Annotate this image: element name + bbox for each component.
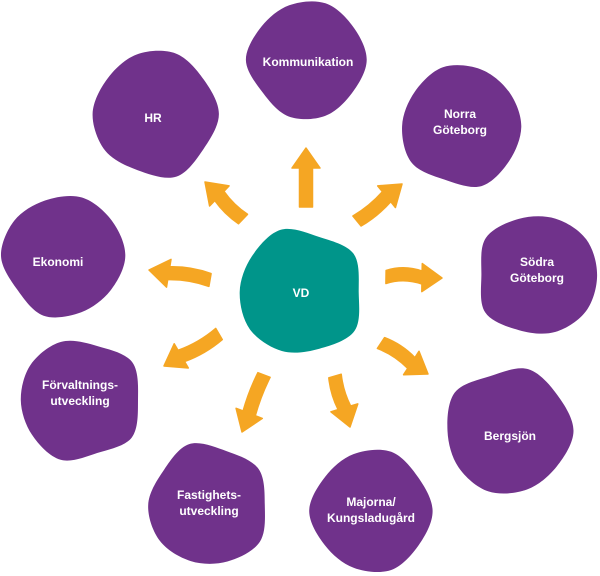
- unit-node-majorna-kungsladugard: Majorna/Kungsladugård: [309, 449, 433, 573]
- unit-node-ekonomi: Ekonomi: [0, 195, 126, 318]
- arrow-to-kommunikation: [291, 147, 321, 208]
- arrow-to-sodra-goteborg: [385, 262, 443, 293]
- arrow-to-norra-goteborg: [352, 183, 403, 227]
- unit-node-fastighetsutveckling: Fastighets-utveckling: [148, 443, 265, 564]
- center-node-vd: VD: [239, 228, 360, 353]
- unit-label-line: Ekonomi: [33, 255, 84, 269]
- unit-node-hr: HR: [92, 50, 219, 178]
- unit-label-line: Kommunikation: [263, 55, 354, 69]
- arrows-layer: [148, 147, 443, 433]
- arrow-to-hr: [204, 181, 249, 225]
- unit-label-line: Göteborg: [433, 123, 487, 137]
- unit-label-line: Förvaltnings-: [42, 378, 118, 392]
- unit-circle: [480, 216, 598, 334]
- unit-circle: [20, 340, 139, 461]
- center-label: VD: [293, 286, 310, 300]
- unit-circle: [447, 368, 574, 494]
- unit-circle: [245, 1, 367, 120]
- center-circle: [239, 228, 360, 353]
- unit-label-line: Bergsjön: [484, 429, 536, 443]
- unit-circle: [92, 50, 219, 178]
- unit-label-line: Kungsladugård: [327, 511, 415, 525]
- unit-label-line: Majorna/: [346, 495, 396, 509]
- unit-label-line: Norra: [444, 107, 476, 121]
- unit-circle: [402, 65, 522, 187]
- unit-circle: [148, 443, 265, 564]
- unit-label-line: utveckling: [50, 394, 109, 408]
- arrow-to-ekonomi: [148, 258, 212, 288]
- arrow-to-forvaltningsutveckling: [163, 327, 224, 369]
- unit-label-line: utveckling: [179, 504, 238, 518]
- arrow-to-fastighetsutveckling: [235, 371, 271, 433]
- unit-node-bergsjon: Bergsjön: [447, 368, 574, 494]
- unit-label-line: HR: [144, 111, 162, 125]
- arrow-to-majorna-kungsladugard: [328, 373, 359, 428]
- unit-node-kommunikation: Kommunikation: [245, 1, 367, 120]
- arrow-to-bergsjon: [376, 336, 429, 376]
- unit-label-line: Göteborg: [510, 271, 564, 285]
- unit-circle: [309, 449, 433, 573]
- unit-label-line: Fastighets-: [177, 488, 241, 502]
- unit-label-line: Södra: [520, 255, 554, 269]
- unit-node-forvaltningsutveckling: Förvaltnings-utveckling: [20, 340, 139, 461]
- unit-circle: [0, 195, 126, 318]
